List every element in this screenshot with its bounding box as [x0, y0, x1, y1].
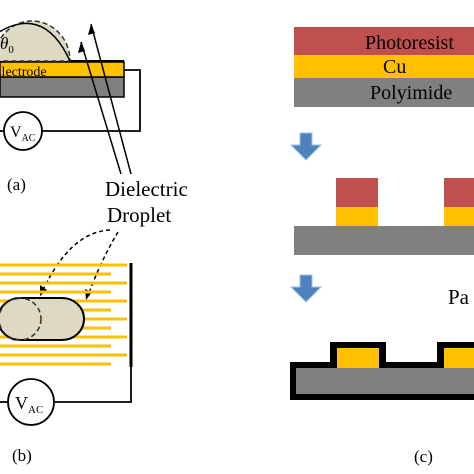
- photoresist-pattern-1: [336, 178, 378, 207]
- cu-trace-2: [444, 348, 474, 368]
- vac-source-a: [3, 111, 43, 151]
- panel-c: Photoresist Cu Polyimide Pa (c): [289, 27, 474, 466]
- dielectric-label: Dielectric: [105, 177, 188, 201]
- panel-a: θ0 Electrode VAC (a): [0, 20, 141, 194]
- photoresist-pattern-2: [444, 178, 474, 207]
- cu-pattern-2: [444, 207, 474, 226]
- polyimide-layer: [294, 78, 474, 107]
- panel-b: VAC (b): [0, 263, 133, 465]
- cu-label: Cu: [383, 56, 406, 78]
- circuit-wire-a: [42, 69, 141, 132]
- polyimide-label: Polyimide: [370, 82, 452, 104]
- process-arrow-1: [289, 132, 323, 161]
- droplet-label: Droplet: [107, 203, 171, 227]
- step-label: Pa: [448, 285, 470, 309]
- photoresist-layer: [294, 27, 474, 55]
- arrowhead-a-1: [78, 42, 85, 53]
- vac-source-b: [7, 378, 55, 426]
- pointer-b-1: [41, 229, 111, 293]
- pointer-a-1: [80, 41, 122, 175]
- droplet-a: [0, 20, 71, 62]
- photoresist-label: Photoresist: [365, 32, 454, 54]
- process-arrow-2: [289, 274, 323, 303]
- caption-b: (b): [12, 446, 32, 465]
- caption-c: (c): [414, 447, 433, 466]
- droplet-b-ghost: [0, 297, 42, 341]
- contact-angle-arc: [0, 22, 71, 62]
- arrowhead-a-2: [88, 24, 95, 35]
- caption-a: (a): [7, 175, 26, 194]
- droplet-callout: Dielectric Droplet: [40, 23, 188, 300]
- droplet-b: [0, 297, 85, 341]
- polyimide-layer-3: [296, 368, 474, 394]
- cu-layer: [294, 55, 474, 78]
- cu-trace-1: [337, 348, 379, 368]
- polyimide-layer-2: [294, 226, 474, 255]
- pointer-b-2: [87, 231, 119, 297]
- electrode-label: Electrode: [0, 65, 47, 80]
- pointer-a-2: [90, 23, 132, 175]
- vac-label-a: VAC: [10, 124, 36, 144]
- circuit-wire-b: [55, 367, 132, 403]
- vac-label-b: VAC: [15, 393, 43, 416]
- cu-pattern-1: [336, 207, 378, 226]
- theta-label: θ0: [0, 34, 14, 56]
